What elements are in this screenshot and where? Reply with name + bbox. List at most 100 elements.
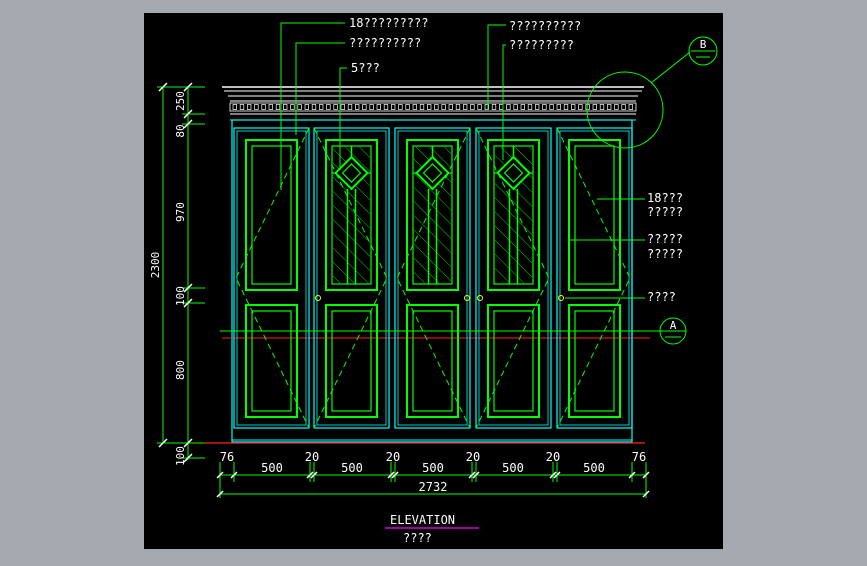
drawing-subtitle: ???? <box>403 531 432 545</box>
dim-bottom-label: 500 <box>422 461 444 475</box>
bottom-dimension-ticks <box>216 462 650 498</box>
dentil <box>405 104 410 110</box>
dim-left-250: 250 <box>174 91 187 111</box>
door-3 <box>394 127 471 429</box>
section-a-label: A <box>670 319 677 332</box>
dim-bottom-label: 76 <box>632 450 646 464</box>
dentil <box>239 104 245 110</box>
right-leaders <box>565 198 645 299</box>
dentil <box>333 104 338 110</box>
dim-left-80: 80 <box>174 124 187 137</box>
dentil <box>513 104 518 110</box>
dentil <box>419 104 425 110</box>
dentil <box>355 104 360 110</box>
dentil <box>311 104 317 110</box>
dentil <box>391 104 396 110</box>
left-dimension-ticks <box>158 82 193 463</box>
dentil <box>491 104 497 110</box>
dentil <box>542 104 547 110</box>
dentil <box>455 104 461 110</box>
dentil <box>275 104 281 110</box>
left-dimension-lines <box>157 86 205 460</box>
door-5 <box>556 127 633 429</box>
dim-bottom-label: 20 <box>546 450 560 464</box>
dentil <box>527 104 533 110</box>
dentil <box>297 104 302 110</box>
dim-bottom-total: 2732 <box>419 480 448 494</box>
dentil <box>319 104 324 110</box>
dentil <box>506 104 511 110</box>
dentil <box>254 104 259 110</box>
top-leaders <box>280 22 506 190</box>
callout-top-1: 18????????? <box>349 16 428 30</box>
dim-left-100-b: 100 <box>174 446 187 466</box>
dim-bottom-label: 20 <box>466 450 480 464</box>
dentil <box>247 104 252 110</box>
dentil <box>592 104 597 110</box>
dentil <box>376 104 381 110</box>
dentil <box>232 104 237 110</box>
dentil <box>362 104 367 110</box>
dentil <box>283 104 288 110</box>
callout-top-4: ?????????? <box>509 19 581 33</box>
dentil <box>599 104 605 110</box>
callout-top-5: ????????? <box>509 38 574 52</box>
dentil <box>398 104 403 110</box>
dentil <box>290 104 295 110</box>
dentil <box>621 104 626 110</box>
dentil <box>427 104 432 110</box>
dim-bottom-label: 20 <box>386 450 400 464</box>
dim-left-970: 970 <box>174 202 187 222</box>
dentil <box>304 104 309 110</box>
dentil <box>563 104 569 110</box>
dentil <box>535 104 540 110</box>
door-2 <box>313 127 390 429</box>
bottom-dimension-lines <box>220 474 646 495</box>
dim-left-100-a: 100 <box>174 286 187 306</box>
dentil <box>470 104 475 110</box>
dentil <box>463 104 468 110</box>
door-4 <box>475 127 552 429</box>
dentil <box>628 104 633 110</box>
dim-left-800: 800 <box>174 360 187 380</box>
callout-right-5: ???? <box>647 290 676 304</box>
callout-right-1: 18??? <box>647 191 683 205</box>
dentil <box>571 104 576 110</box>
dentil <box>448 104 453 110</box>
dim-bottom-label: 20 <box>305 450 319 464</box>
callout-top-2: ?????????? <box>349 36 421 50</box>
dentil <box>441 104 446 110</box>
dentil <box>383 104 389 110</box>
dim-bottom-label: 500 <box>583 461 605 475</box>
dentil <box>520 104 525 110</box>
bottom-dimension-labels: 76 500 20 500 20 500 20 500 20 500 76 <box>220 450 646 475</box>
dentil <box>369 104 374 110</box>
door-panels <box>233 127 633 429</box>
cabinet-frame <box>205 119 650 444</box>
callout-right-2: ????? <box>647 205 683 219</box>
dentil <box>556 104 561 110</box>
dim-left-2300: 2300 <box>149 252 162 279</box>
detail-b-label: B <box>700 38 707 51</box>
dim-bottom-label: 500 <box>261 461 283 475</box>
dentil <box>614 104 619 110</box>
dentil <box>268 104 273 110</box>
dentil <box>261 104 266 110</box>
dim-bottom-label: 76 <box>220 450 234 464</box>
dentil <box>578 104 583 110</box>
dim-bottom-label: 500 <box>502 461 524 475</box>
dim-bottom-label: 500 <box>341 461 363 475</box>
detail-marker-b <box>586 36 718 149</box>
dentil <box>607 104 612 110</box>
door-1 <box>233 127 310 429</box>
dentil <box>549 104 554 110</box>
section-marker-a <box>220 317 687 345</box>
dentil <box>484 104 489 110</box>
callout-right-4: ????? <box>647 247 683 261</box>
callout-top-3: 5??? <box>351 61 380 75</box>
dentil <box>477 104 482 110</box>
dentil <box>412 104 417 110</box>
dentil <box>326 104 331 110</box>
